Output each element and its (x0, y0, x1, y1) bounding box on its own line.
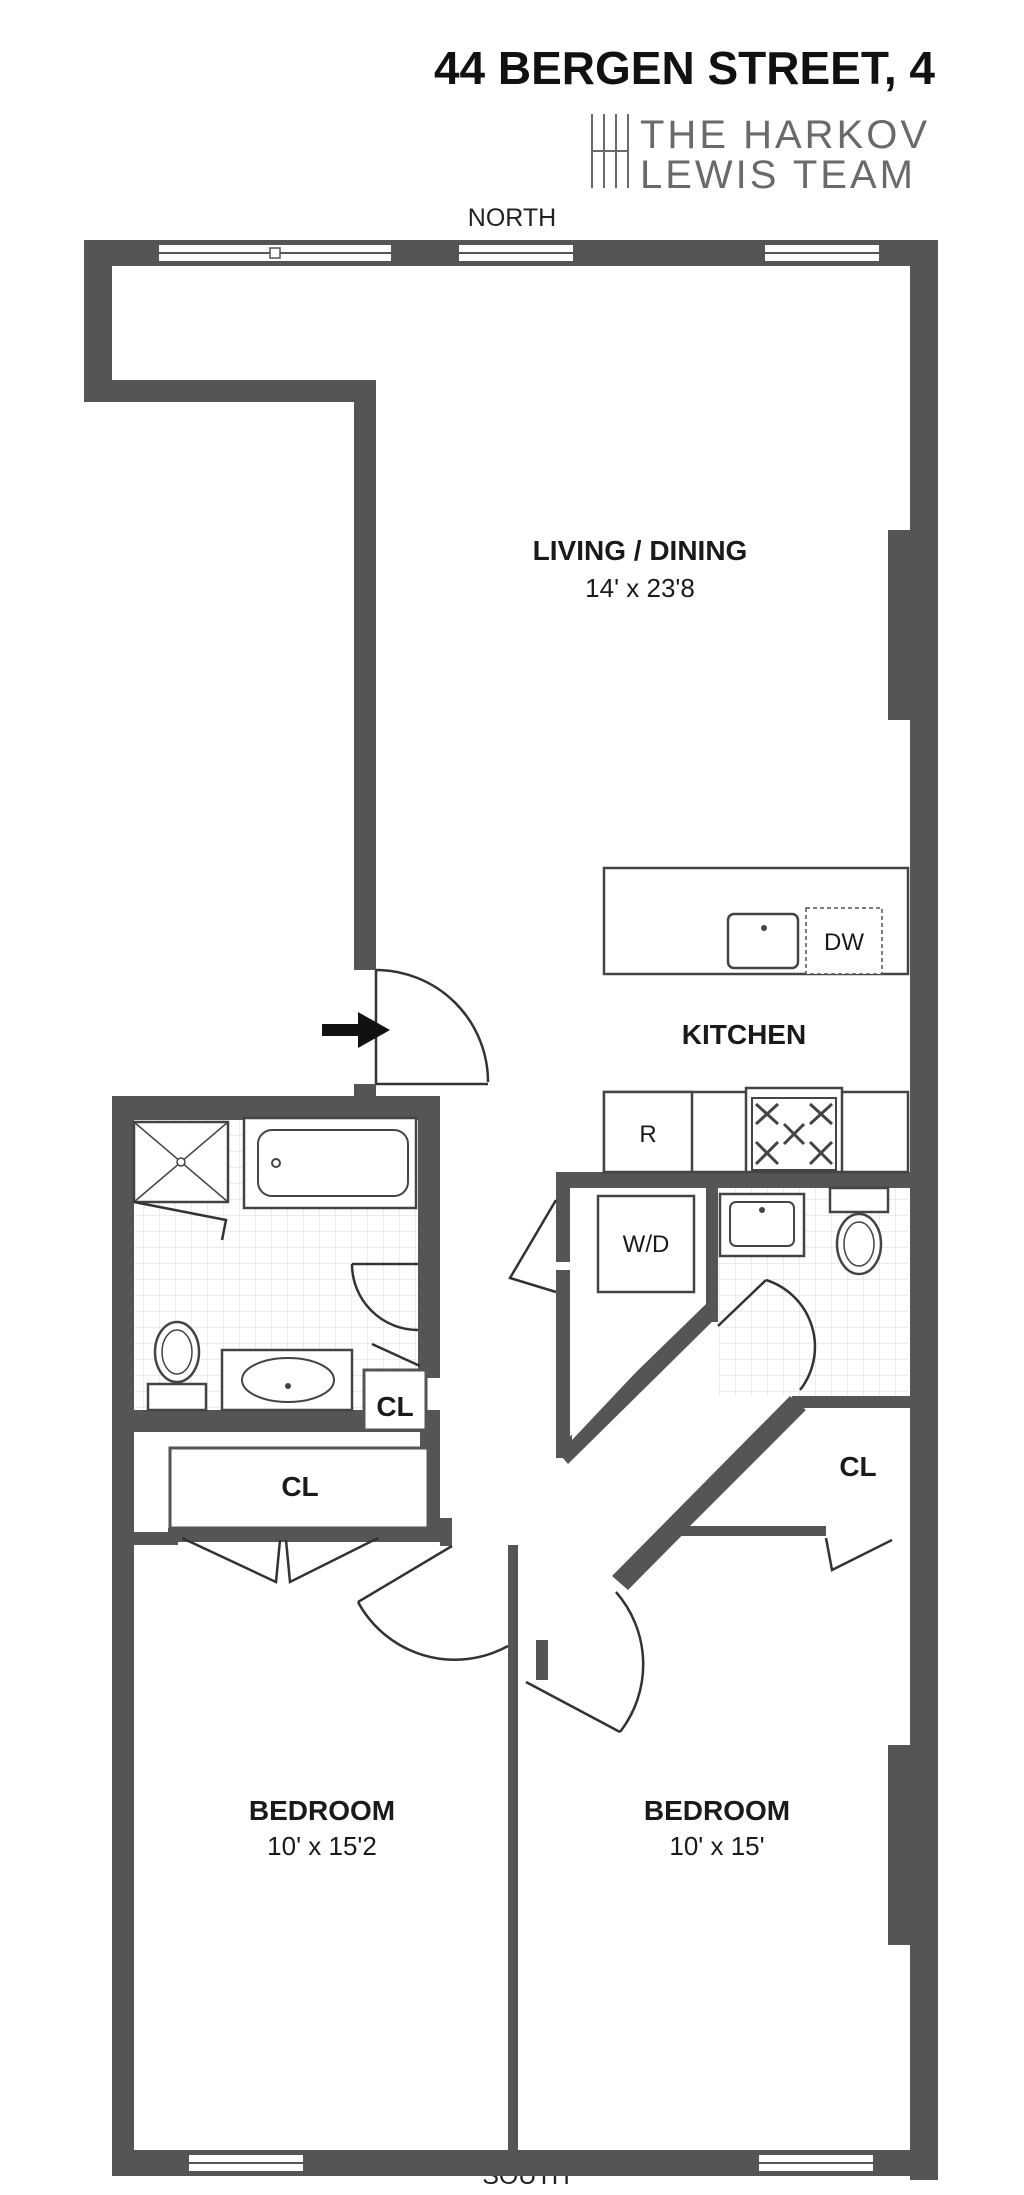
north-label: NORTH (468, 204, 556, 232)
closet-bath: CL (362, 1342, 428, 1432)
washer-dryer-closet: W/D (508, 1190, 704, 1440)
bathroom-vanity (220, 1348, 354, 1412)
kitchen-island: DW (602, 866, 910, 976)
washer-dryer-label: W/D (623, 1231, 670, 1258)
entry-arrow-icon (322, 1012, 390, 1048)
bedroom-left-name: BEDROOM (249, 1795, 395, 1826)
half-bath-door[interactable] (717, 1278, 817, 1391)
refrigerator (602, 1090, 694, 1174)
interior-walls (112, 1084, 910, 2155)
team-name-line2: LEWIS TEAM (640, 153, 916, 197)
bedroom-right-name: BEDROOM (644, 1795, 790, 1826)
living-dining-dims: 14' x 23'8 (585, 573, 695, 603)
closet-bath-label: CL (376, 1391, 413, 1422)
bathroom-door[interactable] (350, 1262, 419, 1332)
kitchen-label: KITCHEN (682, 1019, 806, 1050)
bedroom-left-door[interactable] (356, 1544, 509, 1661)
closet-right-label: CL (839, 1451, 876, 1482)
toilet (146, 1320, 208, 1412)
dishwasher (805, 907, 883, 975)
stove (744, 1086, 844, 1174)
living-dining-name: LIVING / DINING (533, 535, 748, 566)
kitchen-counter: R (602, 1086, 910, 1174)
shower (132, 1120, 230, 1241)
entry-door[interactable] (374, 968, 490, 1086)
half-bath-toilet (828, 1186, 890, 1276)
kitchen-sink (726, 912, 800, 970)
team-name-line1: THE HARKOV (640, 113, 930, 157)
half-bath-sink (718, 1192, 806, 1258)
bathtub (242, 1116, 418, 1210)
team-logo: THE HARKOV LEWIS TEAM (591, 113, 930, 197)
bedroom-right-dims: 10' x 15' (669, 1831, 764, 1861)
closet-hall-label: CL (281, 1471, 318, 1502)
windows (157, 243, 881, 2173)
closet-hall: CL (168, 1446, 430, 1584)
address-title: 44 BERGEN STREET, 4 (434, 42, 935, 94)
washer-dryer (596, 1194, 696, 1294)
bedroom-right-door[interactable] (525, 1591, 645, 1734)
closet-right: CL (690, 1410, 908, 1572)
refrigerator-label: R (639, 1121, 656, 1148)
dishwasher-label: DW (824, 929, 864, 956)
bedroom-left-dims: 10' x 15'2 (267, 1831, 377, 1861)
